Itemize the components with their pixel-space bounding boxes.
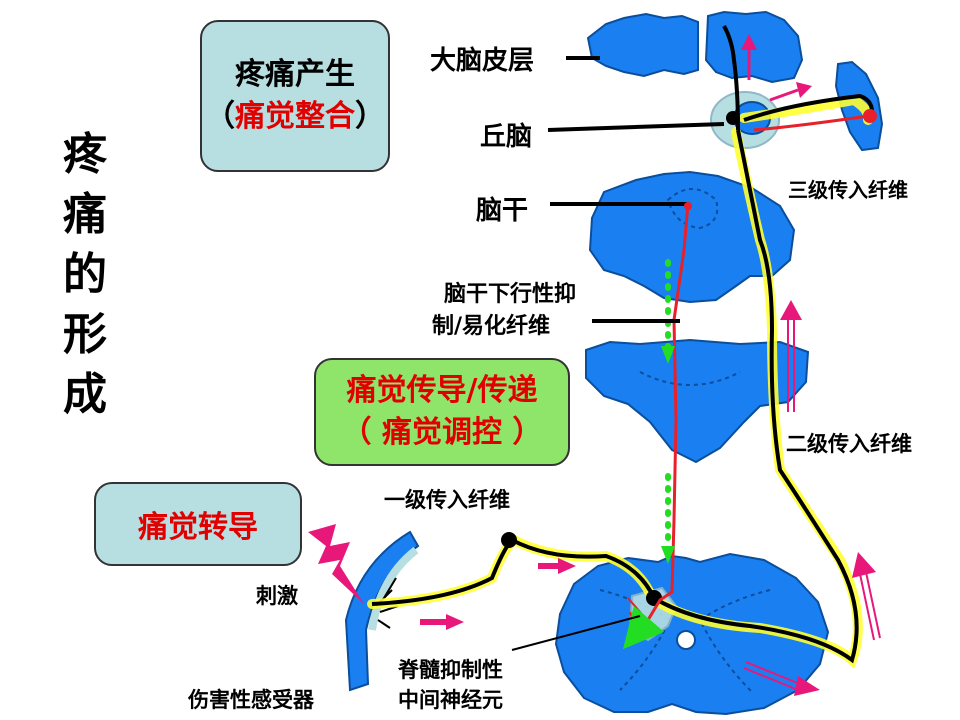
arrow-first-order-b (420, 614, 464, 630)
descending-label-line1: 脑干下行性抑 (444, 282, 577, 307)
stimulus-lightning-bolt (308, 524, 364, 604)
title-char-4: 形 (63, 309, 107, 360)
title-char-2: 痛 (63, 189, 107, 240)
second-order-neuron-body (646, 590, 662, 606)
medulla-shape (585, 338, 810, 464)
nociceptor-endings (375, 577, 399, 629)
medulla-inner-contour (639, 371, 741, 386)
arrow-spinal-exit (743, 661, 820, 696)
second-order-label: 二级传入纤维 (786, 432, 912, 456)
direction-arrows (420, 34, 881, 696)
third-order-label: 三级传入纤维 (788, 178, 908, 202)
third-order-fiber (743, 93, 874, 122)
thalamus-label-leader (547, 122, 725, 132)
pain-transduction-box: 痛觉转导 (94, 482, 302, 566)
arrow-third-order (769, 82, 812, 102)
thalamic-neuron-body (726, 111, 740, 125)
arrow-cortex-up (741, 34, 757, 80)
cortical-terminal (863, 109, 877, 123)
pain-transmission-title: 痛觉传导/传递 (346, 373, 538, 408)
title-char-3: 的 (63, 249, 107, 300)
first-order-label: 一级传入纤维 (384, 488, 510, 512)
pain-generation-box: 疼痛产生 （痛觉整合） (200, 20, 390, 172)
stimulus-label: 刺激 (256, 584, 298, 608)
spinal-gray-matter-contour (599, 589, 771, 693)
nociceptor-label: 伤害性感受器 (188, 688, 314, 712)
pain-transmission-subtitle: （ 痛觉调控 ） (341, 415, 543, 450)
brainstem-inner-contour (666, 188, 719, 230)
cortex-projection-fiber (722, 25, 740, 131)
title-char-1: 疼 (63, 129, 107, 180)
skin-tissue (344, 530, 420, 692)
brainstem-neuron-body (684, 202, 692, 210)
interneuron-label-line1: 脊髓抑制性 (398, 658, 503, 682)
descending-modulation-dots (622, 259, 675, 650)
descending-label-line2: 制/易化纤维 (432, 314, 551, 339)
second-order-fiber (652, 129, 859, 664)
arrow-first-order-a (538, 558, 576, 574)
third-order-fiber-red (753, 114, 869, 132)
interneuron-label-leader (511, 615, 641, 651)
cortex-label: 大脑皮层 (430, 46, 535, 76)
pain-generation-title: 疼痛产生 (235, 57, 355, 92)
pain-transduction-title: 痛觉转导 (138, 510, 258, 545)
thalamus-label: 丘脑 (480, 122, 533, 152)
interneuron-label-line2: 中间神经元 (398, 688, 503, 712)
pain-transmission-box: 痛觉传导/传递 （ 痛觉调控 ） (314, 358, 570, 466)
dorsal-root-ganglion (501, 532, 517, 548)
pain-generation-subtitle: （痛觉整合） (205, 99, 385, 134)
brainstem-label: 脑干 (476, 196, 529, 226)
arrow-second-order-upper (780, 300, 802, 412)
central-canal (676, 630, 696, 650)
title-char-5: 成 (63, 369, 107, 420)
vertical-title: 疼 痛 的 形 成 (55, 125, 115, 425)
arrow-second-order-lower (852, 552, 881, 641)
